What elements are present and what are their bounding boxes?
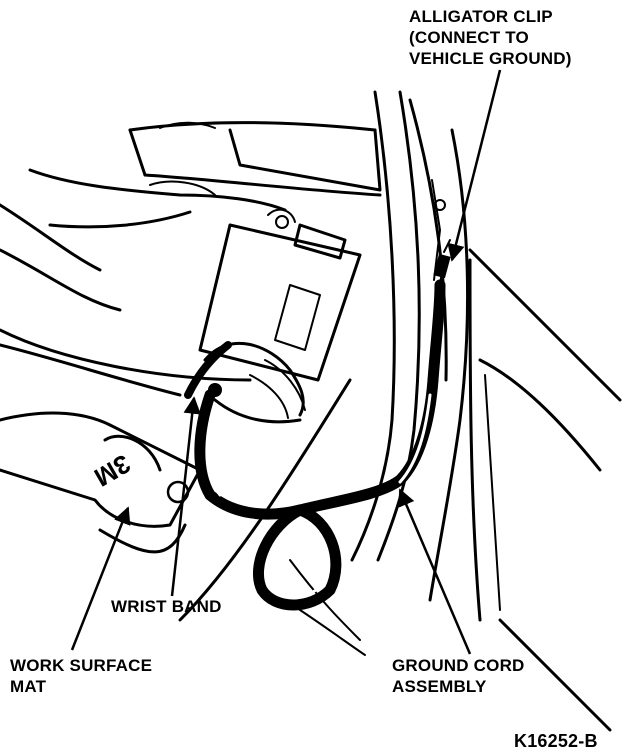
left-hand [0, 168, 287, 312]
right-hand [0, 341, 306, 424]
dashboard [128, 121, 382, 197]
figure-code: K16252-B [514, 731, 598, 751]
work-surface-mat-label-line2: MAT [10, 677, 47, 696]
alligator-clip-label-line2: (CONNECT TO [409, 28, 529, 47]
work-surface-mat-label: WORK SURFACE MAT [10, 656, 152, 696]
alligator-clip-label: ALLIGATOR CLIP (CONNECT TO VEHICLE GROUN… [409, 7, 572, 68]
ground-cord-assembly-label-line1: GROUND CORD [392, 656, 525, 675]
door-pillar [350, 90, 470, 602]
ground-cord [194, 279, 446, 611]
ground-cord-assembly-label-line2: ASSEMBLY [392, 677, 487, 696]
wrist-band-label: WRIST BAND [111, 597, 222, 616]
door-opening [468, 248, 622, 732]
work-surface-mat: 3M [0, 411, 202, 528]
alligator-clip-label-line1: ALLIGATOR CLIP [409, 7, 553, 26]
leader-lines [70, 69, 502, 655]
electronic-module [198, 208, 362, 382]
alligator-clip [433, 239, 451, 287]
mat-logo: 3M [89, 449, 136, 493]
ground-cord-assembly-label: GROUND CORD ASSEMBLY [392, 656, 525, 696]
work-surface-mat-label-line1: WORK SURFACE [10, 656, 152, 675]
alligator-clip-label-line3: VEHICLE GROUND) [409, 49, 572, 68]
